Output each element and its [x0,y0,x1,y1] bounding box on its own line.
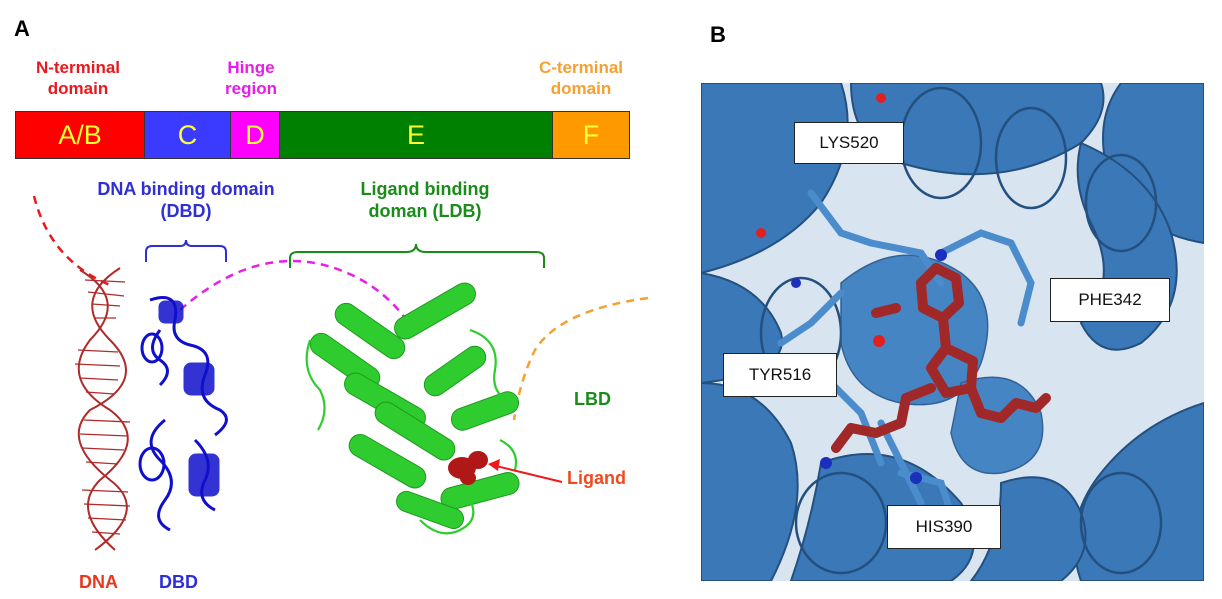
segment-c: C [144,111,231,159]
lbd-brace [289,243,545,268]
segment-e: E [279,111,553,159]
dbd-ribbon [138,296,228,532]
c-terminal-dashed-line [512,296,649,421]
lbd-label: Ligand binding doman (LDB) [360,179,490,221]
segment-f: F [552,111,630,159]
ligand-sticks [831,263,1051,453]
ligand-caption: Ligand [567,468,626,488]
dna-helix [74,267,131,551]
panel-a-structure-illustration [32,195,649,551]
segment-ab: A/B [15,111,145,159]
dbd-label: DNA binding domain (DBD) [97,179,275,221]
dbd-brace [145,239,227,262]
c-terminal-domain-label: C-terminal domain [538,58,624,98]
hinge-region-label: Hinge region [225,58,277,98]
ligand-arrowhead [488,459,500,471]
residue-label-phe342: PHE342 [1050,278,1170,322]
ligand-arrow [495,465,563,483]
lbd-caption: LBD [574,389,611,409]
dna-caption: DNA [79,572,118,592]
lbd-ribbon [305,282,520,535]
segment-d: D [230,111,280,159]
residue-label-his390: HIS390 [887,505,1001,549]
residue-label-lys520: LYS520 [794,122,904,164]
n-terminal-domain-label: N-terminal domain [35,58,121,98]
hinge-dashed-line [179,259,406,319]
panel-b-letter: B [710,22,726,47]
panel-a-letter: A [14,16,30,41]
residue-label-tyr516: TYR516 [723,353,837,397]
n-terminal-dashed-line [32,195,111,287]
dbd-caption: DBD [159,572,198,592]
lbd-ligand-blob [448,451,488,485]
